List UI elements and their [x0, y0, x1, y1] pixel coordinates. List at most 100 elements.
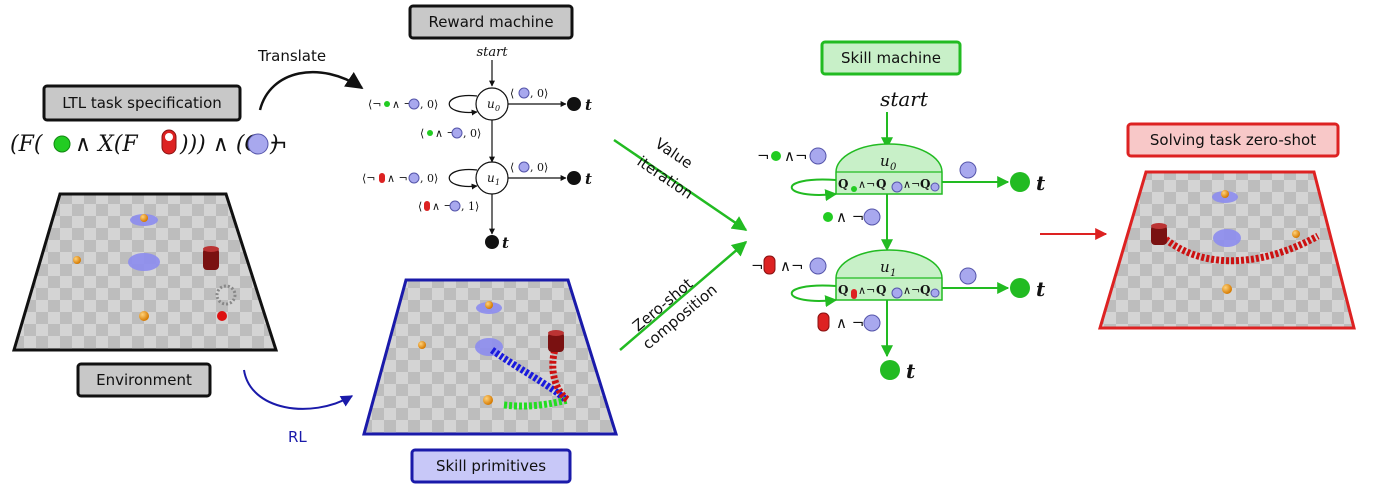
sm-u1-and1: ∧¬: [858, 284, 875, 297]
environment-board: [11, 192, 279, 352]
sm-u1-sub: 1: [890, 268, 896, 279]
blue-region-icon: [809, 147, 827, 165]
reward-machine-label: Reward machine: [428, 13, 553, 31]
sm-loop1-a: ¬: [751, 257, 764, 275]
value-iteration-arrow: Value iteration: [613, 134, 748, 232]
skill-machine-label: Skill machine: [841, 49, 941, 67]
rm-loop0-a: ⟨¬: [368, 98, 382, 111]
rm-u0-sub: 0: [495, 104, 500, 113]
sm-u1-q1: Q: [838, 283, 848, 297]
red-cylinder-icon: [763, 255, 776, 275]
blue-region-icon: [959, 267, 977, 285]
rm-terminal-t0: [567, 97, 581, 111]
ltl-formula: (F( ∧ X(F ))) ∧ (G ¬ ): [10, 129, 287, 157]
blue-region-icon: [930, 182, 940, 192]
green-ball-icon: [851, 186, 857, 192]
solving-box: Solving task zero-shot: [1126, 122, 1340, 158]
rl-arrow: RL: [243, 369, 354, 446]
blue-region-icon: [930, 288, 940, 298]
formula-part1: (F(: [10, 132, 43, 157]
rm-u0t-a: ⟨: [510, 87, 514, 100]
rm-t2-label: t: [502, 234, 509, 252]
sm-terminal-t0: [1010, 172, 1030, 192]
sm-loop0-b: ∧¬: [784, 147, 808, 165]
formula-part4: ): [269, 132, 279, 157]
formula-part2: ∧ X(F: [75, 132, 138, 157]
rm-u1t2-a: ⟨: [418, 200, 422, 213]
sm-u1-and2: ∧¬: [903, 284, 920, 297]
zero-shot-arrow: Zero-shot composition: [619, 241, 748, 353]
rm-u1t2-b: ∧ ¬: [432, 200, 453, 213]
sm-u0-sub: 0: [890, 162, 897, 173]
sm-u1-q3: Q: [920, 283, 930, 297]
rm-u1-label: u: [487, 171, 495, 185]
sm-u0-label: u: [880, 152, 890, 170]
sm-node-u0: [835, 143, 943, 195]
rm-t0-label: t: [585, 96, 592, 114]
blue-region-icon: [408, 98, 420, 110]
rl-label: RL: [288, 428, 307, 446]
solving-board: [1097, 170, 1356, 330]
rm-u0u1-a: ⟨: [420, 127, 424, 140]
rm-u0u1-b: ∧ ¬: [435, 127, 456, 140]
blue-region-icon: [449, 200, 461, 212]
formula-part3: ))) ∧ (G ¬: [179, 132, 287, 157]
rm-terminal-t1: [567, 171, 581, 185]
sm-u0-q2: Q: [876, 177, 886, 191]
skill-machine-box: Skill machine: [820, 40, 962, 76]
solving-label: Solving task zero-shot: [1150, 131, 1316, 149]
rm-u1t-b: , 0⟩: [530, 161, 548, 174]
ltl-spec-label: LTL task specification: [62, 94, 222, 112]
blue-region-icon: [863, 208, 881, 226]
rm-u1-sub: 1: [495, 178, 500, 187]
rm-loop0-c: , 0⟩: [420, 98, 438, 111]
sm-mid-a: ∧ ¬: [836, 208, 864, 226]
red-cylinder-icon: [817, 312, 830, 332]
sm-terminal-t2: [880, 360, 900, 380]
blue-region-icon: [891, 181, 903, 193]
reward-machine-box: Reward machine: [408, 4, 574, 40]
reward-machine-graph: start u 0 ⟨¬ ∧ ¬ , 0⟩ t ⟨ , 0⟩ ⟨ ∧ ¬ , 0…: [362, 45, 592, 252]
skill-machine-graph: start u 0 Q ∧¬ Q ∧¬ Q ¬ ∧¬ t ∧ ¬ u: [751, 87, 1046, 383]
rm-u0u1-c: , 0⟩: [463, 127, 481, 140]
environment-box: Environment: [76, 362, 212, 398]
rm-u0-label: u: [487, 97, 495, 111]
sm-u1-q2: Q: [876, 283, 886, 297]
cylinder-highlight: [165, 133, 173, 141]
rm-u1t-a: ⟨: [510, 161, 514, 174]
sm-u0-and2: ∧¬: [903, 178, 920, 191]
translate-arrow: Translate: [257, 47, 364, 111]
sm-t0-label: t: [1036, 171, 1046, 195]
sm-u0-q1: Q: [838, 177, 848, 191]
blue-region-icon: [518, 87, 530, 99]
blue-region-icon: [891, 287, 903, 299]
blue-region-icon: [959, 161, 977, 179]
skill-primitives-board: [362, 278, 619, 436]
sm-u0-q3: Q: [920, 177, 930, 191]
translate-label: Translate: [257, 47, 326, 65]
blue-region-icon: [863, 314, 881, 332]
rm-u0t-b: , 0⟩: [530, 87, 548, 100]
rm-loop1-b: ∧ ¬: [387, 172, 408, 185]
green-ball-icon: [53, 135, 71, 153]
sm-loop0-a: ¬: [757, 147, 770, 165]
environment-label: Environment: [96, 371, 192, 389]
rm-loop0-b: ∧ ¬: [392, 98, 413, 111]
sm-terminal-t1: [1010, 278, 1030, 298]
green-ball-icon: [384, 101, 390, 107]
sm-bottom-a: ∧ ¬: [836, 314, 864, 332]
rm-t1-label: t: [585, 170, 592, 188]
blue-region-icon: [518, 161, 530, 173]
blue-region-icon: [809, 257, 827, 275]
rm-u1t2-c: , 1⟩: [461, 200, 479, 213]
sm-start-label: start: [880, 87, 929, 111]
sm-u0-and1: ∧¬: [858, 178, 875, 191]
rm-loop1-a: ⟨¬: [362, 172, 376, 185]
red-cylinder-icon: [424, 201, 430, 211]
sm-u1-label: u: [880, 258, 890, 276]
rm-loop1-c: , 0⟩: [420, 172, 438, 185]
green-ball-icon: [427, 130, 433, 136]
ltl-spec-box: LTL task specification: [42, 84, 242, 122]
green-ball-icon: [823, 212, 833, 222]
rm-start-label: start: [476, 45, 508, 60]
